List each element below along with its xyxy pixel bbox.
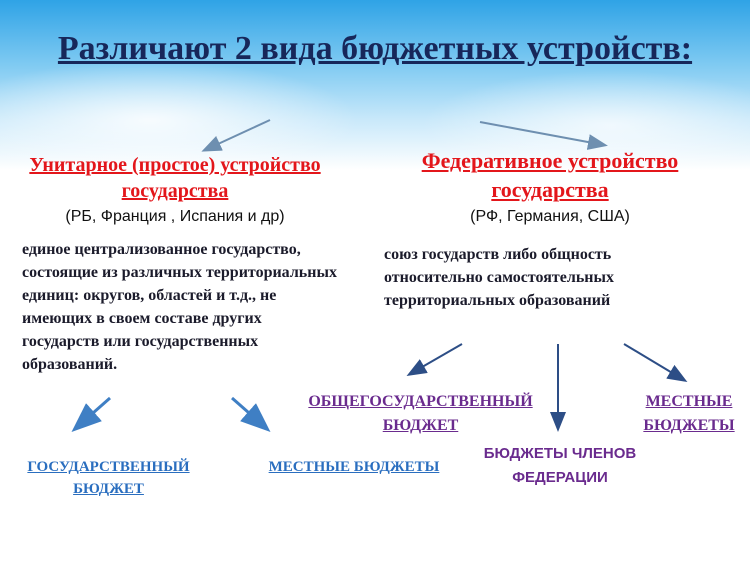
federal-examples: (РФ, Германия, США): [470, 208, 630, 225]
local-budgets-federal: МЕСТНЫЕ БЮДЖЕТЫ: [643, 393, 735, 434]
state-budget: ГОСУДАРСТВЕННЫЙ БЮДЖЕТ: [27, 459, 190, 497]
unitary-heading: Унитарное (простое) устройство государст…: [29, 154, 321, 202]
arrow-to-unitary: [201, 119, 271, 152]
arrow-to-state-budget: [71, 396, 111, 432]
unitary-examples: (РБ, Франция , Испания и др): [65, 208, 285, 225]
arrow-to-local-budgets-right: [623, 343, 688, 383]
slide-title: Различают 2 вида бюджетных устройств:: [57, 30, 693, 67]
local-budgets-unitary: МЕСТНЫЕ БЮДЖЕТЫ: [268, 459, 440, 475]
arrow-to-local-budgets-left: [231, 396, 271, 432]
federal-definition: союз государств либо общность относитель…: [384, 246, 614, 309]
arrow-to-federal: [479, 121, 608, 150]
cloud-decoration: [0, 60, 360, 180]
federal-heading: Федеративное устройство государства: [421, 148, 679, 202]
unitary-definition: единое централизованное государство, сос…: [22, 241, 337, 373]
federation-members-budgets: БЮДЖЕТЫ ЧЛЕНОВ ФЕДЕРАЦИИ: [483, 445, 637, 486]
general-state-budget: ОБЩЕГОСУДАРСТВЕННЫЙ БЮДЖЕТ: [308, 393, 533, 434]
cloud-decoration: [420, 70, 750, 180]
arrow-to-general-budget: [406, 343, 463, 376]
